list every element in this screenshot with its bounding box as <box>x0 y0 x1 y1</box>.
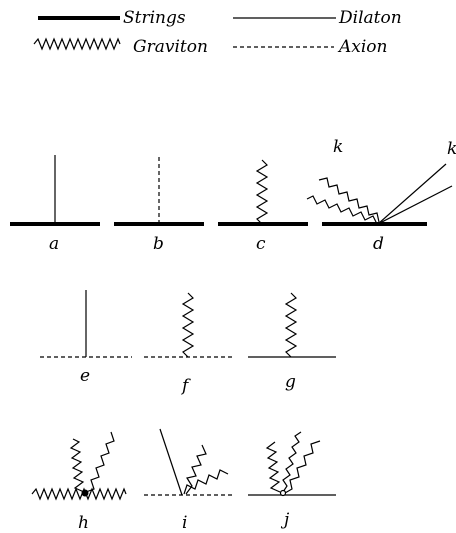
vertex-g: g <box>248 292 336 392</box>
legend-graviton-label: Graviton <box>133 37 208 57</box>
graviton-line-2 <box>185 444 207 495</box>
vertex-d: k k d <box>306 137 456 254</box>
vertex-label-c: c <box>256 234 266 254</box>
vertex-label-h: h <box>78 513 89 533</box>
vertex-label-a: a <box>49 234 59 254</box>
vertex-label-b: b <box>153 234 164 254</box>
dilaton-line-1 <box>377 163 447 225</box>
vertex-dot <box>81 489 89 497</box>
graviton-line <box>284 292 298 358</box>
graviton-line <box>255 159 269 225</box>
vertex-label-j: j <box>280 510 290 530</box>
graviton-line <box>181 292 195 358</box>
vertex-c: c <box>218 159 308 254</box>
vertex-dot <box>279 489 287 497</box>
vertex-f: f <box>144 292 234 396</box>
vertex-j: j <box>248 431 336 530</box>
vertex-b: b <box>114 155 204 254</box>
momentum-label-k2: k <box>447 139 456 159</box>
vertex-h: h <box>31 431 127 533</box>
legend-dilaton-label: Dilaton <box>338 8 402 28</box>
graviton-line-horizontal <box>31 487 127 501</box>
dilaton-line-2 <box>377 185 453 225</box>
graviton-line-right <box>85 431 115 493</box>
momentum-label-k1: k <box>333 137 343 157</box>
legend: Strings Dilaton Graviton Axion <box>33 8 402 57</box>
legend-graviton-line <box>33 37 121 51</box>
graviton-line-left <box>265 441 281 493</box>
graviton-line-1 <box>318 177 380 223</box>
vertex-label-f: f <box>180 376 191 396</box>
vertex-label-d: d <box>373 234 384 254</box>
vertex-label-g: g <box>285 372 296 392</box>
vertex-a: a <box>10 155 100 254</box>
legend-axion-label: Axion <box>337 37 388 57</box>
graviton-line-middle <box>282 431 302 493</box>
graviton-line-right <box>284 440 321 494</box>
vertex-i: i <box>144 428 234 533</box>
graviton-line-1 <box>183 469 229 495</box>
vertex-e: e <box>40 290 132 386</box>
legend-strings-label: Strings <box>123 8 186 28</box>
dilaton-line <box>159 428 183 496</box>
vertex-label-e: e <box>80 366 90 386</box>
vertex-label-i: i <box>182 513 187 533</box>
graviton-line-left <box>69 438 85 493</box>
graviton-line-2 <box>306 195 378 225</box>
